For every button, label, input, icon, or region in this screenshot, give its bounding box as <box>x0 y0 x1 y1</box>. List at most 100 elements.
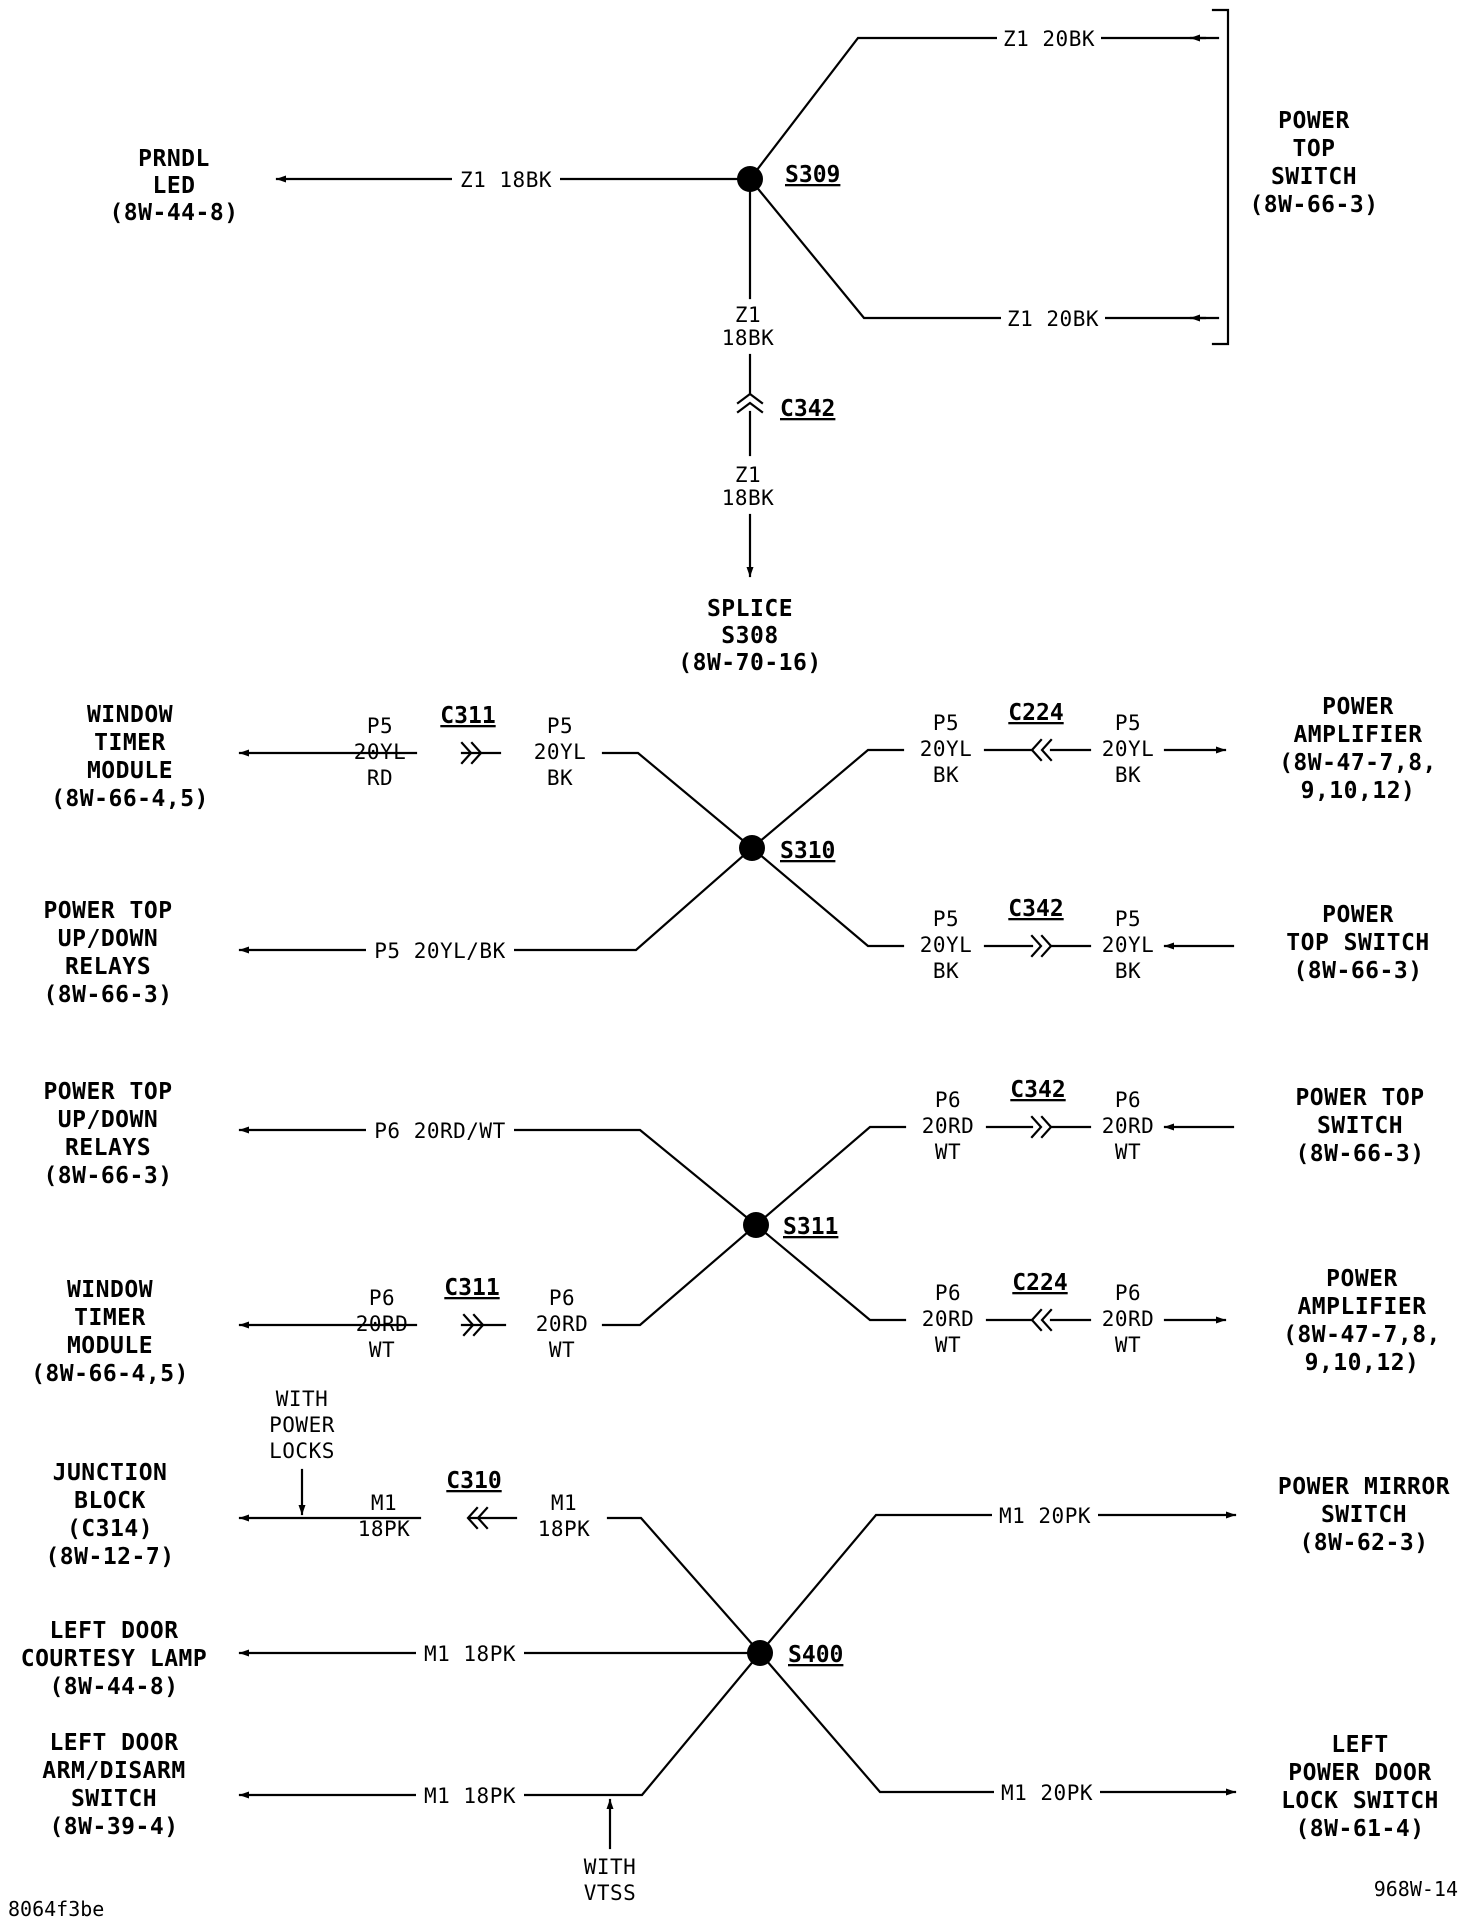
wire-label: P6 <box>935 1088 961 1112</box>
splice-dot <box>747 1640 773 1666</box>
footer-code-left: 8064f3be <box>8 1897 104 1921</box>
component-label: SWITCH <box>1271 164 1357 190</box>
connector-label: C342 <box>1010 1077 1065 1103</box>
wire-label: M1 18PK <box>424 1784 516 1808</box>
splice-dot <box>737 166 763 192</box>
wire-s400-bl <box>238 1651 762 1799</box>
component-label: WINDOW <box>67 1277 153 1303</box>
component-label: AMPLIFIER <box>1297 1294 1426 1320</box>
wire-label: 20RD <box>536 1312 589 1336</box>
component-label: (C314) <box>67 1516 153 1542</box>
note-label: WITH <box>584 1855 637 1879</box>
component-label: SWITCH <box>1321 1502 1407 1528</box>
connector-symbol <box>736 392 764 414</box>
component-label: LED <box>152 173 195 199</box>
wire-s310-tr <box>750 748 905 850</box>
component-label: LOCK SWITCH <box>1281 1788 1439 1814</box>
component-label: (8W-66-3) <box>43 1163 172 1189</box>
splice-label: S310 <box>780 838 835 864</box>
component-label: (8W-66-3) <box>1249 192 1378 218</box>
connector-label: C311 <box>440 703 495 729</box>
component-label: MODULE <box>67 1333 153 1359</box>
wire-label: P5 20YL/BK <box>374 939 505 963</box>
wire-label: M1 18PK <box>424 1642 516 1666</box>
wire-label: P6 <box>369 1286 395 1310</box>
splice-label: S311 <box>783 1214 838 1240</box>
connector-symbol <box>1030 1115 1053 1139</box>
component-label: (8W-66-4,5) <box>31 1361 189 1387</box>
wire-label: P6 <box>1115 1281 1141 1305</box>
wire-s311-bl <box>601 1223 758 1327</box>
wire-label: P6 <box>1115 1088 1141 1112</box>
component-label: POWER <box>1322 902 1394 928</box>
wire-label: BK <box>547 766 573 790</box>
wire-label: 18BK <box>722 486 775 510</box>
s310-block: C311 P5 20YL RD P5 20YL BK WINDOW TIMER … <box>43 694 1436 1008</box>
s309-block: Z1 18BK Z1 20BK Z1 20BK Z1 18BK C342 Z1 … <box>109 8 1378 676</box>
wire-label: WT <box>935 1333 961 1357</box>
connector-symbol <box>466 1506 489 1530</box>
splice-dot <box>743 1212 769 1238</box>
wire-label: M1 20PK <box>999 1504 1091 1528</box>
component-label: JUNCTION <box>53 1460 168 1486</box>
component-label: (8W-66-3) <box>1295 1141 1424 1167</box>
wire-label: P5 <box>1115 711 1141 735</box>
wire-s311-tr <box>754 1125 907 1227</box>
component-label: LEFT DOOR <box>49 1730 178 1756</box>
wire-label: P6 <box>549 1286 575 1310</box>
component-label: (8W-47-7,8, <box>1283 1322 1441 1348</box>
wire-label: 20YL <box>920 933 973 957</box>
wire-label: 20RD <box>922 1307 975 1331</box>
component-label: COURTESY LAMP <box>21 1646 208 1672</box>
wire-label: WT <box>935 1140 961 1164</box>
connector-symbol <box>1030 1308 1053 1332</box>
wire-s309-top <box>748 36 1207 181</box>
component-label: POWER TOP <box>43 1079 172 1105</box>
component-label: BLOCK <box>74 1488 146 1514</box>
connector-label: C311 <box>444 1275 499 1301</box>
wire-s400-tl <box>606 1516 762 1655</box>
wire-label: 20RD <box>922 1114 975 1138</box>
wire-label: WT <box>369 1338 395 1362</box>
wire-s400-br <box>758 1651 1237 1796</box>
splice-label: S309 <box>785 162 840 188</box>
component-label: SPLICE <box>707 596 793 622</box>
note-label: LOCKS <box>269 1439 335 1463</box>
wire-label: P5 <box>933 907 959 931</box>
component-label: ARM/DISARM <box>42 1758 185 1784</box>
wire-label: 20YL <box>1102 737 1155 761</box>
connector-symbol <box>1030 934 1053 958</box>
s311-block: P6 20RD/WT POWER TOP UP/DOWN RELAYS (8W-… <box>31 1077 1441 1387</box>
wire-label: 20YL <box>354 740 407 764</box>
wire-label: WT <box>1115 1333 1141 1357</box>
component-label: LEFT <box>1331 1732 1388 1758</box>
splice-dot <box>739 835 765 861</box>
connector-label: C224 <box>1012 1270 1067 1296</box>
component-label: MODULE <box>87 758 173 784</box>
wire-label: P5 <box>933 711 959 735</box>
component-label: POWER TOP <box>43 898 172 924</box>
wire-label: M1 20PK <box>1001 1781 1093 1805</box>
note-label: POWER <box>269 1413 335 1437</box>
wire-label: WT <box>549 1338 575 1362</box>
component-label: LEFT DOOR <box>49 1618 178 1644</box>
wire-label: 20YL <box>534 740 587 764</box>
wire-label: 20RD <box>1102 1307 1155 1331</box>
wire-label: BK <box>933 763 959 787</box>
component-label: UP/DOWN <box>58 926 158 952</box>
connector-label: C342 <box>780 396 835 422</box>
wire-label: Z1 20BK <box>1003 27 1095 51</box>
wire-s310-br <box>750 846 905 948</box>
component-label: (8W-66-4,5) <box>51 786 209 812</box>
wire-label: M1 <box>371 1491 397 1515</box>
component-label: TIMER <box>74 1305 146 1331</box>
component-label: POWER TOP <box>1295 1085 1424 1111</box>
component-label: TOP <box>1292 136 1335 162</box>
wire-s310-tl <box>601 751 754 850</box>
wire-s400-tr <box>758 1511 1237 1655</box>
component-label: RELAYS <box>65 1135 151 1161</box>
wire-label: BK <box>1115 763 1141 787</box>
wire-label: P5 <box>547 714 573 738</box>
component-label: WINDOW <box>87 702 173 728</box>
component-label: POWER <box>1322 694 1394 720</box>
